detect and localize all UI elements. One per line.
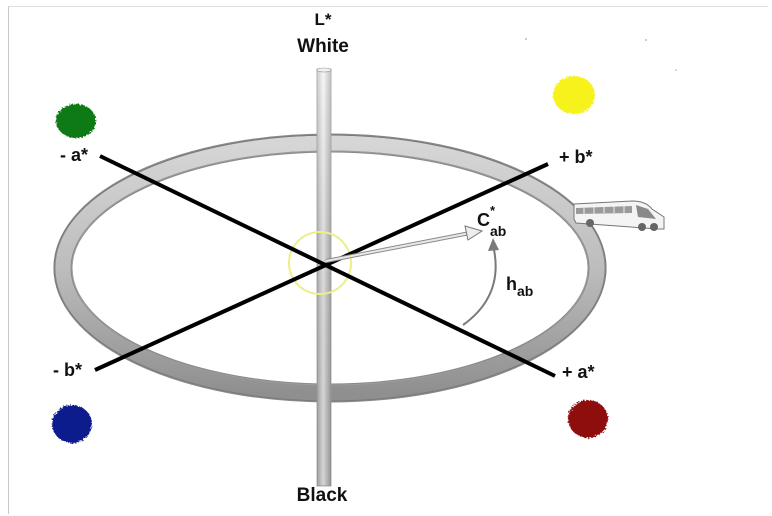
speck	[525, 38, 527, 40]
neg-a-label: - a*	[60, 145, 88, 165]
speck	[645, 39, 647, 41]
white-label: White	[297, 36, 349, 57]
l-star-label: L*	[315, 10, 332, 29]
lightness-axis-rod	[317, 68, 331, 486]
yellow-blob	[553, 76, 595, 114]
chroma-main: C	[477, 210, 490, 230]
chroma-sub: ab	[490, 223, 506, 239]
hue-main: h	[506, 274, 517, 294]
blue-blob	[52, 405, 92, 443]
chroma-sup: *	[490, 203, 496, 218]
chroma-label: C * ab	[477, 203, 506, 239]
speck	[675, 69, 677, 71]
green-blob	[56, 104, 96, 138]
hue-label: h ab	[506, 274, 533, 299]
hue-sub: ab	[517, 283, 533, 299]
red-blob	[568, 400, 608, 438]
black-label: Black	[297, 485, 348, 506]
pos-b-label: + b*	[559, 147, 593, 167]
neg-b-label: - b*	[53, 360, 82, 380]
hue-angle-arc	[463, 238, 499, 325]
pos-a-label: + a*	[562, 362, 595, 382]
